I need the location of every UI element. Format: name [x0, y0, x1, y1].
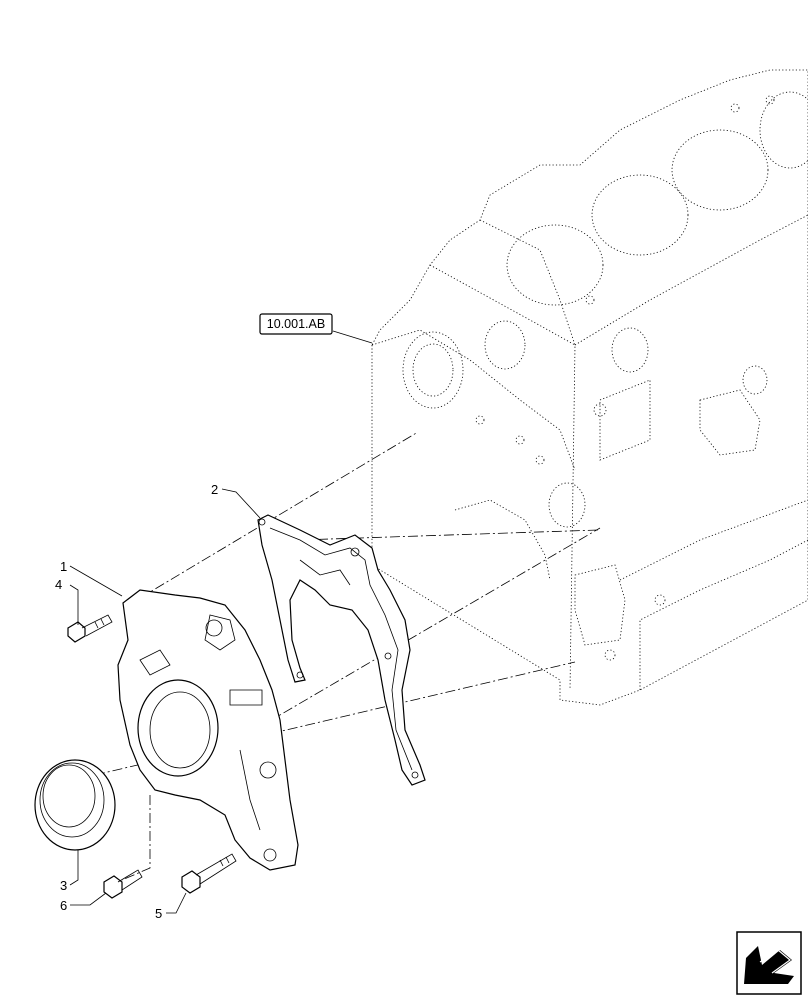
front-cover: [117, 589, 299, 871]
screw-6: [103, 869, 143, 899]
oil-seal: [34, 759, 116, 851]
leader-lines: [69, 330, 373, 914]
engine-block-outline: [371, 69, 808, 706]
callout-5: 5: [155, 906, 162, 921]
callout-6: 6: [60, 898, 67, 913]
screw-5: [181, 853, 237, 894]
callout-4: 4: [55, 577, 62, 592]
callout-2: 2: [211, 482, 218, 497]
callout-labels: 1 2 3 4 5 6: [55, 482, 218, 921]
reference-label: 10.001.AB: [267, 317, 325, 331]
arrow-corner-icon[interactable]: [736, 931, 802, 995]
screw-4: [67, 614, 113, 643]
reference-box[interactable]: 10.001.AB: [259, 313, 333, 335]
callout-3: 3: [60, 878, 67, 893]
gasket: [257, 514, 426, 786]
callout-1: 1: [60, 559, 67, 574]
